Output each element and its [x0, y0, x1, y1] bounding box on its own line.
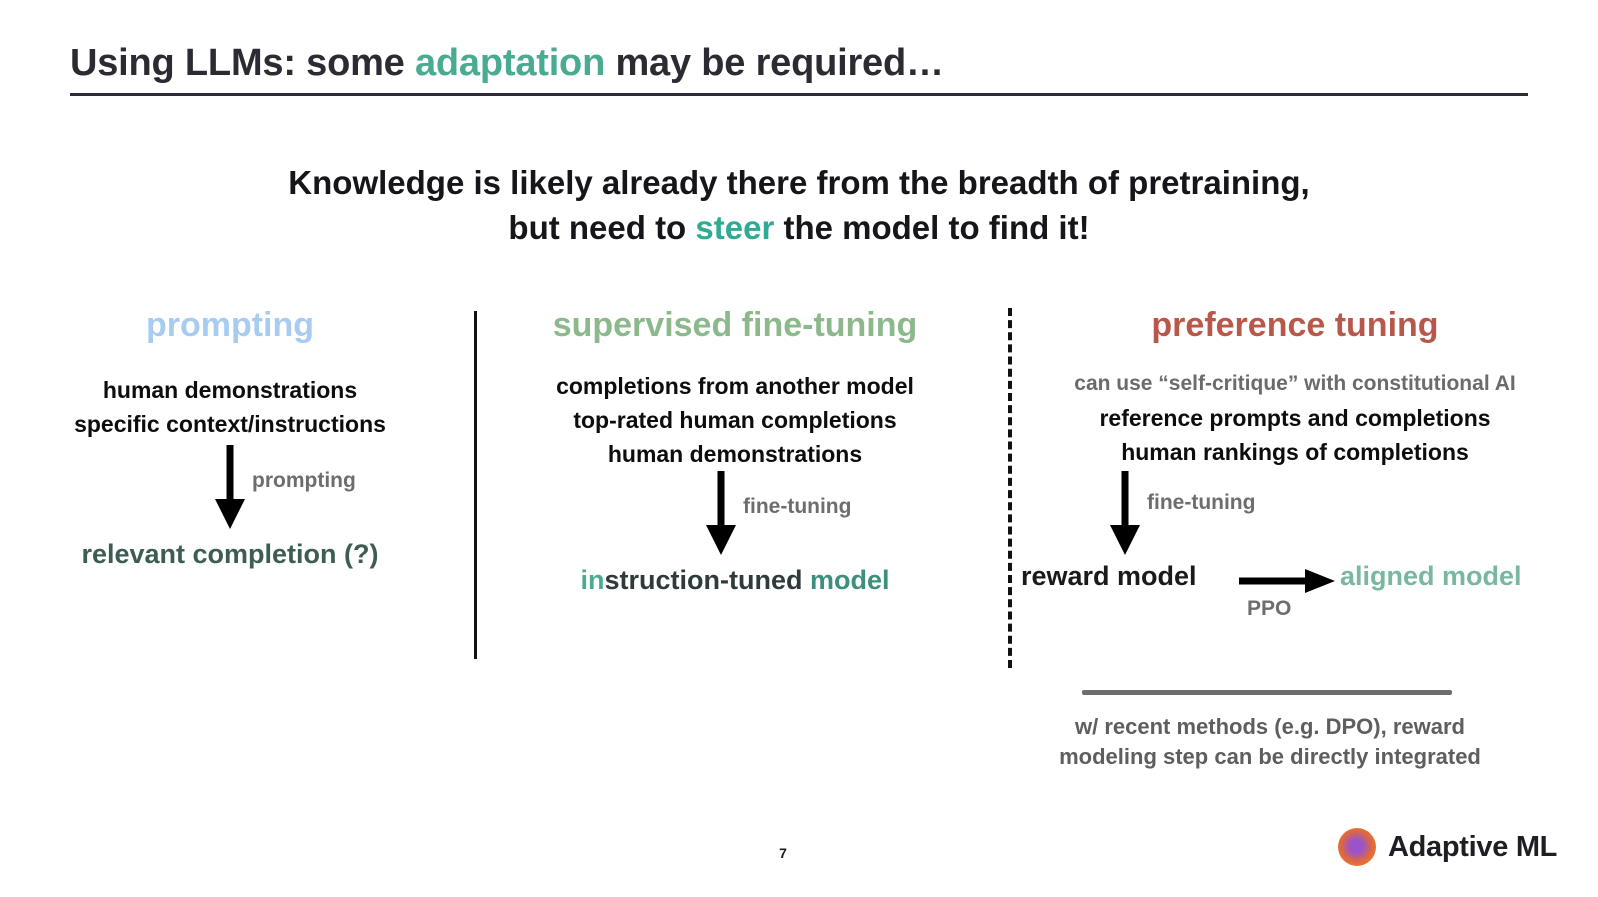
dpo-footnote-line-2: modeling step can be directly integrated: [1059, 744, 1481, 769]
title-block: Using LLMs: some adaptation may be requi…: [70, 42, 1530, 85]
list-item: human demonstrations: [607, 441, 863, 467]
preference-inputs-list: can use “self-critique” with constitutio…: [1015, 367, 1575, 469]
down-arrow-icon: [1110, 471, 1140, 555]
sft-output: instruction-tuned model: [485, 563, 985, 597]
reward-model-output: reward model: [1021, 561, 1197, 591]
column-heading-prompting: prompting: [145, 306, 315, 344]
list-item: human rankings of completions: [1121, 439, 1469, 465]
dpo-footnote: w/ recent methods (e.g. DPO), reward mod…: [1000, 712, 1540, 772]
column-prompting: prompting human demonstrations specific …: [10, 305, 450, 571]
sft-output-part-1: in: [580, 565, 605, 595]
preference-arrow-row: fine-tuning: [1015, 469, 1575, 561]
column-heading-preference: preference tuning: [1151, 306, 1439, 344]
column-supervised-fine-tuning: supervised fine-tuning completions from …: [485, 305, 985, 597]
column-preference-tuning: preference tuning can use “self-critique…: [1015, 305, 1575, 635]
column-heading-sft: supervised fine-tuning: [552, 306, 918, 344]
list-item: completions from another model: [556, 373, 914, 399]
list-item: human demonstrations: [102, 377, 358, 403]
preference-arrow-label: fine-tuning: [1147, 491, 1256, 514]
list-item: top-rated human completions: [573, 407, 897, 433]
preference-note: can use “self-critique” with constitutio…: [1074, 372, 1516, 395]
title-underline-divider: [70, 93, 1528, 96]
prompting-arrow-row: prompting: [10, 441, 450, 537]
sft-output-part-2: struction-tuned: [604, 565, 803, 595]
page-title: Using LLMs: some adaptation may be requi…: [70, 42, 1530, 85]
page-number: 7: [779, 845, 787, 861]
brand-logo-block: Adaptive ML: [1338, 828, 1557, 866]
subtitle-suffix: the model to find it!: [774, 209, 1090, 246]
column-divider-solid: [474, 311, 477, 659]
aligned-model-output: aligned model: [1340, 561, 1522, 591]
sft-inputs-list: completions from another model top-rated…: [485, 369, 985, 471]
dpo-footnote-line-1: w/ recent methods (e.g. DPO), reward: [1075, 714, 1465, 739]
column-divider-dashed: [1008, 308, 1012, 668]
sft-output-part-3: model: [802, 565, 890, 595]
list-item: specific context/instructions: [74, 411, 386, 437]
title-prefix: Using LLMs: some: [70, 42, 415, 84]
sft-arrow-row: fine-tuning: [485, 471, 985, 563]
right-arrow-icon: [1239, 569, 1335, 593]
down-arrow-icon: [706, 471, 736, 555]
prompting-output: relevant completion (?): [81, 539, 379, 569]
subtitle-block: Knowledge is likely already there from t…: [0, 160, 1598, 250]
subtitle-prefix: but need to: [508, 209, 696, 246]
ppo-arrow-label: PPO: [1247, 597, 1292, 620]
list-item: reference prompts and completions: [1099, 405, 1491, 431]
preference-output-row: reward model PPO aligned model: [1015, 561, 1575, 635]
title-suffix: may be required…: [605, 42, 944, 84]
subtitle-line-1: Knowledge is likely already there from t…: [288, 164, 1310, 201]
prompting-inputs-list: human demonstrations specific context/in…: [10, 373, 450, 441]
dpo-note-divider: [1082, 690, 1452, 695]
adaptive-ml-sphere-icon: [1338, 828, 1376, 866]
title-accent-word: adaptation: [414, 42, 606, 84]
brand-name: Adaptive ML: [1388, 830, 1558, 863]
subtitle-accent-word: steer: [695, 209, 775, 246]
sft-arrow-label: fine-tuning: [743, 495, 852, 518]
subtitle-line-2: but need to steer the model to find it!: [0, 205, 1598, 250]
prompting-arrow-label: prompting: [252, 469, 356, 492]
down-arrow-icon: [215, 445, 245, 529]
